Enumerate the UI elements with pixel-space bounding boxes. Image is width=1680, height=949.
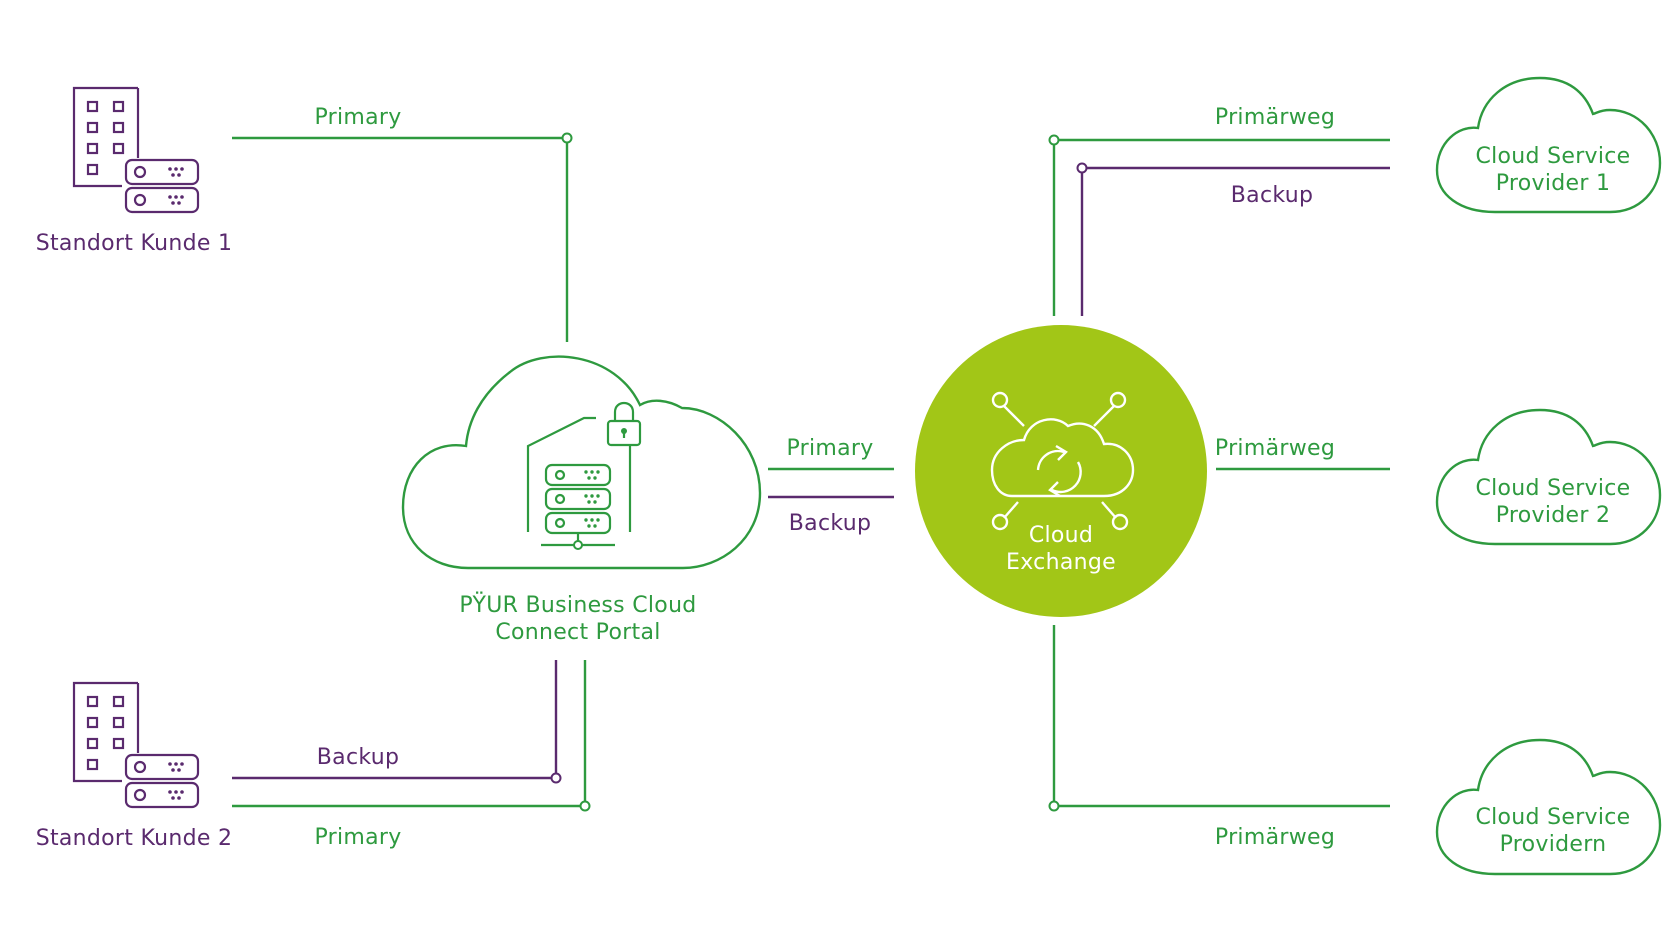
portal-backup-label: Backup	[789, 511, 871, 536]
site1-node: Standort Kunde 1	[36, 86, 233, 256]
site1-primary-line	[232, 136, 569, 342]
provider3-label-line2: Providern	[1500, 832, 1607, 857]
portal-label-line2: Connect Portal	[495, 620, 660, 645]
csp3-primary-label: Primärweg	[1215, 825, 1335, 850]
junction-dot	[1076, 162, 1088, 174]
provider2-label-line1: Cloud Service	[1475, 476, 1630, 501]
csp2-primary-label: Primärweg	[1215, 436, 1335, 461]
provider1-label-line2: Provider 1	[1496, 171, 1611, 196]
provider2-node: Cloud Service Provider 2	[1435, 408, 1662, 546]
cloud-secure-server-icon	[526, 401, 642, 550]
csp1-backup-label: Backup	[1231, 183, 1313, 208]
site2-primary-line	[232, 660, 587, 808]
junction-dot	[1048, 800, 1060, 812]
site1-primary-label: Primary	[314, 105, 401, 130]
site2-node: Standort Kunde 2	[36, 681, 233, 851]
csp1-primary-line	[1052, 138, 1390, 316]
site1-label: Standort Kunde 1	[36, 231, 233, 256]
provider1-label-line1: Cloud Service	[1475, 144, 1630, 169]
exchange-label-line2: Exchange	[1006, 550, 1116, 575]
junction-dot	[561, 132, 573, 144]
provider3-label-line1: Cloud Service	[1475, 805, 1630, 830]
site2-label: Standort Kunde 2	[36, 826, 233, 851]
portal-primary-label: Primary	[786, 436, 873, 461]
exchange-circle	[915, 325, 1207, 617]
csp3-primary-line	[1052, 625, 1390, 808]
portal-label-line1: PŸUR Business Cloud	[459, 592, 696, 618]
provider2-label-line2: Provider 2	[1496, 503, 1611, 528]
line-labels: Primary Backup Primary Primary Backup Pr…	[314, 105, 1335, 850]
site2-backup-label: Backup	[317, 745, 399, 770]
provider3-node: Cloud Service Providern	[1435, 738, 1662, 876]
site2-primary-label: Primary	[314, 825, 401, 850]
junction-dot	[579, 800, 591, 812]
connections	[232, 132, 1390, 812]
exchange-node: Cloud Exchange	[915, 325, 1207, 617]
building-server-icon	[72, 86, 200, 214]
provider1-node: Cloud Service Provider 1	[1435, 76, 1662, 214]
provider3-cloud-shape	[1435, 738, 1662, 876]
building-server-icon	[72, 681, 200, 809]
junction-dot	[550, 772, 562, 784]
portal-cloud-shape	[401, 355, 762, 570]
exchange-label-line1: Cloud	[1029, 523, 1093, 548]
csp1-primary-label: Primärweg	[1215, 105, 1335, 130]
provider2-cloud-shape	[1435, 408, 1662, 546]
provider1-cloud-shape	[1435, 76, 1662, 214]
cloud-network-sync-icon	[990, 391, 1135, 531]
portal-node: PŸUR Business Cloud Connect Portal	[401, 355, 762, 645]
junction-dot	[1048, 134, 1060, 146]
